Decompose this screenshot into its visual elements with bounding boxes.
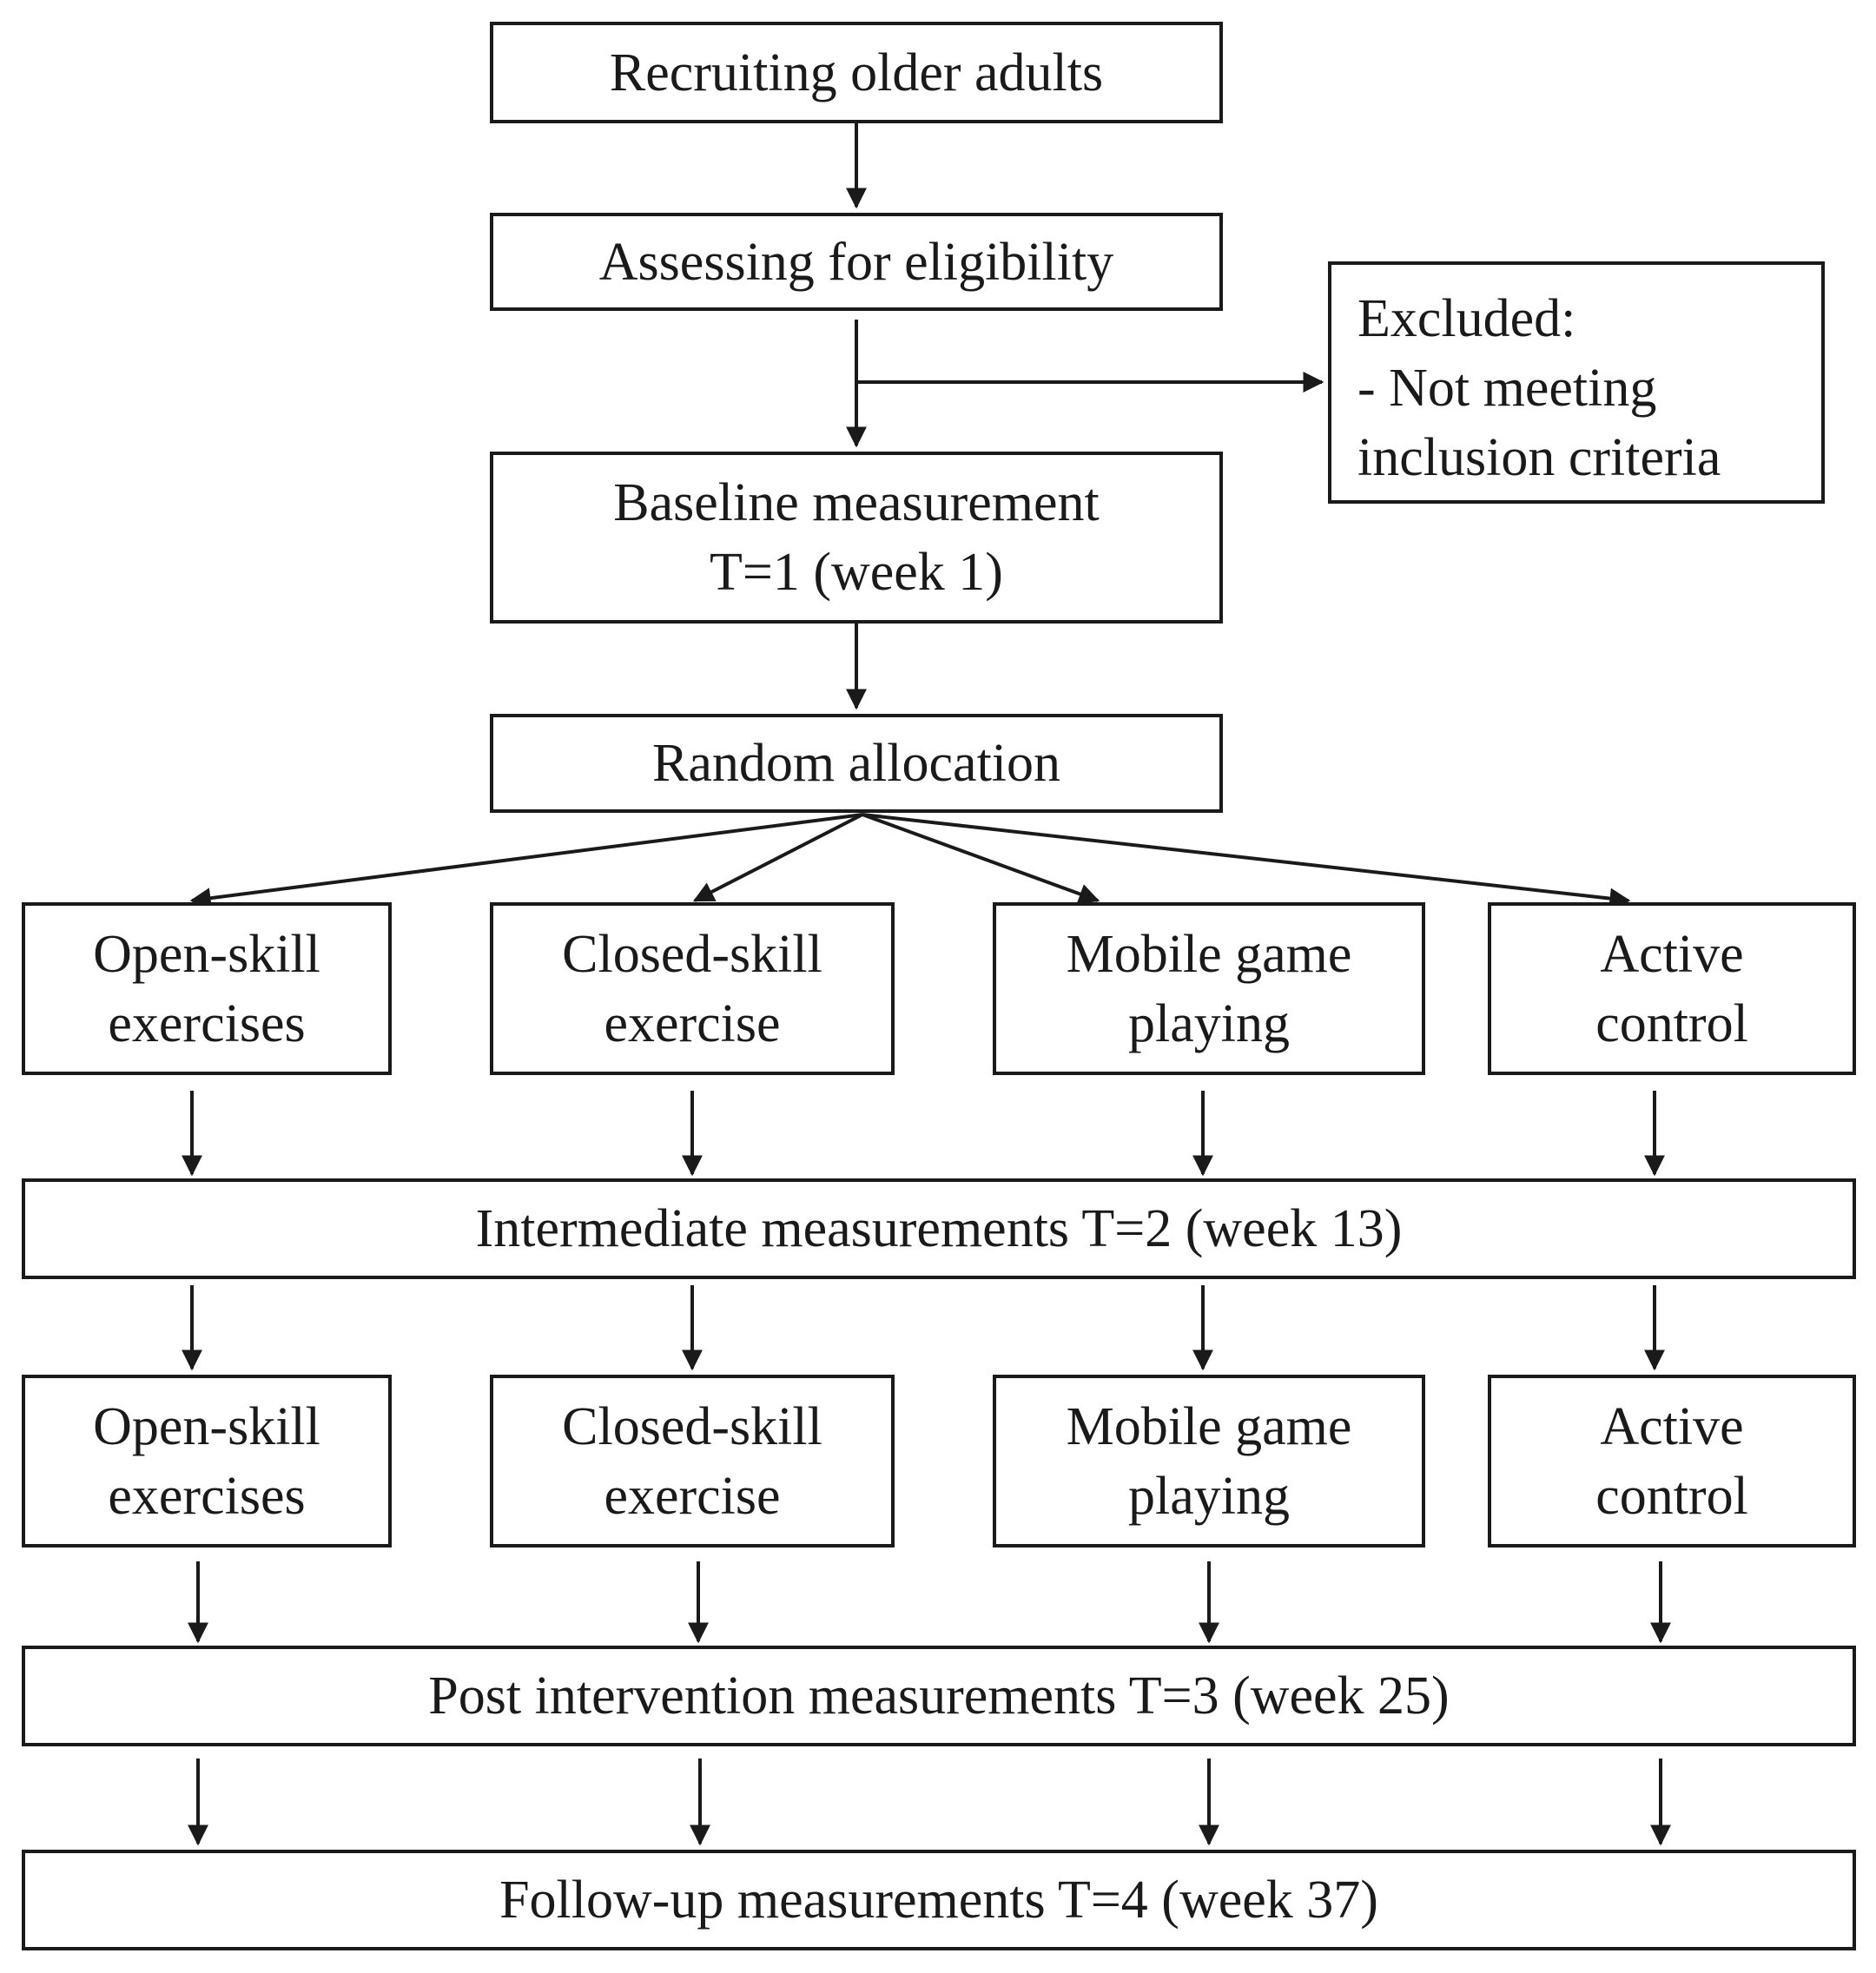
- arrow-random-to-open: [189, 813, 863, 909]
- baseline-line1: Baseline measurement: [613, 473, 1100, 532]
- arrow-random-to-mobile: [862, 813, 1100, 904]
- measurement-t4-box: Follow-up measurements T=4 (week 37): [22, 1850, 1856, 1950]
- group-label-line2: exercises: [108, 993, 306, 1053]
- group-label-line2: playing: [1128, 993, 1290, 1053]
- recruiting-box: Recruiting older adults: [490, 22, 1223, 123]
- excluded-reason-line1: - Not meeting: [1357, 359, 1657, 418]
- measurement-t2-box: Intermediate measurements T=2 (week 13): [22, 1178, 1856, 1279]
- measurement-t2-label: Intermediate measurements T=2 (week 13): [475, 1199, 1403, 1258]
- group-closed-skill-1: Closed-skill exercise: [490, 902, 895, 1075]
- measurement-t4-label: Follow-up measurements T=4 (week 37): [499, 1871, 1378, 1930]
- measurement-t3-label: Post intervention measurements T=3 (week…: [428, 1666, 1450, 1726]
- recruiting-label: Recruiting older adults: [609, 43, 1104, 102]
- group-active-control-1: Active control: [1488, 902, 1856, 1075]
- measurement-t3-box: Post intervention measurements T=3 (week…: [22, 1646, 1856, 1746]
- group-label-line2: exercise: [604, 1466, 781, 1526]
- group-mobile-game-2: Mobile game playing: [993, 1375, 1425, 1547]
- group-label-line1: Active: [1600, 924, 1744, 984]
- excluded-title: Excluded:: [1357, 289, 1576, 348]
- random-allocation-label: Random allocation: [651, 734, 1061, 793]
- group-label-line1: Open-skill: [93, 1396, 320, 1456]
- group-open-skill-2: Open-skill exercises: [22, 1375, 392, 1547]
- baseline-box: Baseline measurement T=1 (week 1): [490, 452, 1223, 624]
- group-label-line1: Closed-skill: [562, 924, 822, 984]
- group-label-line1: Mobile game: [1066, 924, 1352, 984]
- group-active-control-2: Active control: [1488, 1375, 1856, 1547]
- eligibility-label: Assessing for eligibility: [598, 232, 1114, 292]
- group-label-line2: control: [1595, 993, 1748, 1053]
- group-label-line2: exercises: [108, 1466, 306, 1526]
- group-label-line1: Active: [1600, 1396, 1744, 1456]
- group-open-skill-1: Open-skill exercises: [22, 902, 392, 1075]
- excluded-reason-line2: inclusion criteria: [1357, 428, 1721, 487]
- group-mobile-game-1: Mobile game playing: [993, 902, 1425, 1075]
- group-label-line1: Mobile game: [1066, 1396, 1352, 1456]
- excluded-box: Excluded: - Not meeting inclusion criter…: [1328, 261, 1825, 504]
- group-label-line2: playing: [1128, 1466, 1290, 1526]
- eligibility-box: Assessing for eligibility: [490, 213, 1223, 311]
- group-closed-skill-2: Closed-skill exercise: [490, 1375, 895, 1547]
- group-label-line1: Open-skill: [93, 924, 320, 984]
- group-label-line1: Closed-skill: [562, 1396, 822, 1456]
- arrow-random-to-active: [862, 813, 1631, 909]
- baseline-line2: T=1 (week 1): [710, 543, 1003, 602]
- arrow-random-to-closed: [692, 813, 863, 902]
- random-allocation-box: Random allocation: [490, 714, 1223, 813]
- group-label-line2: control: [1595, 1466, 1748, 1526]
- group-label-line2: exercise: [604, 993, 781, 1053]
